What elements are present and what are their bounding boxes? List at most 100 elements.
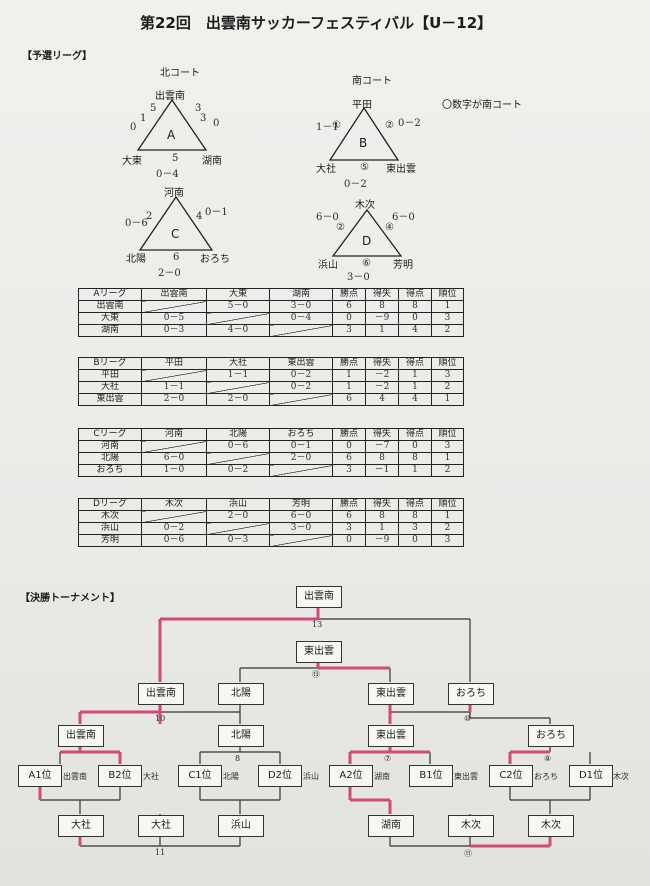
- triangle-a: [136, 98, 208, 151]
- semi-box-2: 北陽: [218, 683, 264, 705]
- group-c-top: 河南: [164, 188, 184, 199]
- league-cell: 2: [431, 324, 464, 337]
- group-d-left-score: 6－0: [316, 212, 339, 223]
- group-c-right: おろち: [200, 254, 230, 265]
- court-note: 〇数字が南コート: [442, 100, 522, 111]
- league-cell: 0－2: [206, 464, 270, 477]
- group-b-left-match: ①: [332, 120, 341, 131]
- bottom-box-4: 湖南: [368, 815, 414, 837]
- triangle-d: [331, 208, 403, 257]
- seed-c1-team: 北陽: [223, 772, 239, 781]
- group-d-left-match: ②: [336, 222, 345, 233]
- qf-box-3: 東出雲: [368, 725, 414, 747]
- bottom-match-no-1: 11: [155, 848, 166, 857]
- qf-match-no-3: ⑧: [544, 754, 552, 763]
- group-b-right: 東出雲: [386, 164, 416, 175]
- qf-box-4: おろち: [528, 725, 574, 747]
- group-b-letter: B: [359, 136, 368, 150]
- league-cell: 3: [332, 324, 366, 337]
- group-a-bottom-match: 5: [172, 153, 179, 164]
- league-self-cell: [269, 534, 333, 547]
- qf-box-2: 北陽: [218, 725, 264, 747]
- group-d-bottom-score: 3－0: [347, 272, 370, 283]
- tournament-heading: 【決勝トーナメント】: [20, 593, 120, 604]
- league-self-cell: [269, 324, 333, 337]
- prelim-heading: 【予選リーグ】: [22, 51, 92, 62]
- seed-c2: C2位: [489, 765, 533, 787]
- seed-b2: B2位: [98, 765, 142, 787]
- group-triangles: [136, 98, 403, 257]
- third-place-box: 東出雲: [296, 641, 342, 663]
- seed-a1-team: 出雲南: [63, 772, 87, 781]
- league-self-cell: [141, 369, 207, 382]
- semi-match-no-2: ⑩: [464, 714, 472, 723]
- final-match-no: 13: [312, 620, 323, 629]
- third-match-no: ⑬: [312, 670, 320, 679]
- group-c-left-score: 0－6: [125, 218, 148, 229]
- group-c-bottom-score: 2－0: [158, 268, 181, 279]
- league-team-name: 芳明: [78, 534, 142, 547]
- bottom-box-6: 木次: [528, 815, 574, 837]
- group-d-right-match: ④: [385, 222, 394, 233]
- south-court-label: 南コート: [352, 76, 392, 87]
- group-b-bottom-match: ⑤: [360, 162, 369, 173]
- semi-box-1: 出雲南: [138, 683, 184, 705]
- group-c-letter: C: [171, 227, 180, 241]
- league-self-cell: [269, 464, 333, 477]
- seed-a2-team: 湖南: [374, 772, 390, 781]
- group-a-left: 大東: [122, 156, 142, 167]
- seed-b1-team: 東出雲: [454, 772, 478, 781]
- group-c-bottom-match: 6: [173, 252, 180, 263]
- bottom-box-5: 木次: [448, 815, 494, 837]
- bottom-box-1: 大社: [58, 815, 104, 837]
- group-c-right-match: 4: [196, 211, 203, 222]
- semi-match-no-1: 10: [155, 714, 166, 723]
- league-header-row: Aリーグ出雲南大東湖南勝点得失得点順位: [78, 288, 464, 301]
- seed-c2-team: おろち: [534, 772, 558, 781]
- league-self-cell: [206, 312, 270, 325]
- league-cell: 1: [365, 324, 399, 337]
- league-cell: 1－0: [141, 464, 207, 477]
- group-a-left-score-a: 1: [140, 113, 147, 124]
- group-c-left: 北陽: [126, 254, 146, 265]
- triangle-b: [328, 106, 400, 161]
- group-a-left-mid: 5: [150, 103, 157, 114]
- group-b-top: 平田: [352, 100, 372, 111]
- bottom-box-3: 浜山: [218, 815, 264, 837]
- semi-box-4: おろち: [448, 683, 494, 705]
- semi-box-3: 東出雲: [368, 683, 414, 705]
- group-a-right: 湖南: [202, 156, 222, 167]
- group-b-right-match: ②: [385, 120, 394, 131]
- group-b-left-score: 1－1: [316, 122, 339, 133]
- league-cell: 1: [431, 393, 464, 406]
- page-title: 第22回 出雲南サッカーフェスティバル【U－12】: [140, 14, 493, 32]
- group-a-letter: A: [167, 128, 176, 142]
- group-d-bottom-match: ⑥: [362, 258, 371, 269]
- group-d-letter: D: [362, 234, 372, 248]
- group-a-left-score-b: 0: [130, 122, 137, 133]
- seed-c1: C1位: [178, 765, 222, 787]
- league-cell: 2: [431, 464, 464, 477]
- seed-a2: A2位: [329, 765, 373, 787]
- seed-d1-team: 木次: [613, 772, 629, 781]
- group-a-right-score-b: 0: [213, 118, 220, 129]
- group-c-left-match: 2: [146, 211, 153, 222]
- league-self-cell: [141, 440, 207, 453]
- league-cell: －9: [365, 534, 399, 547]
- qf-match-no-1: 8: [235, 754, 241, 763]
- seed-d2-team: 浜山: [303, 772, 319, 781]
- seed-b2-team: 大社: [143, 772, 159, 781]
